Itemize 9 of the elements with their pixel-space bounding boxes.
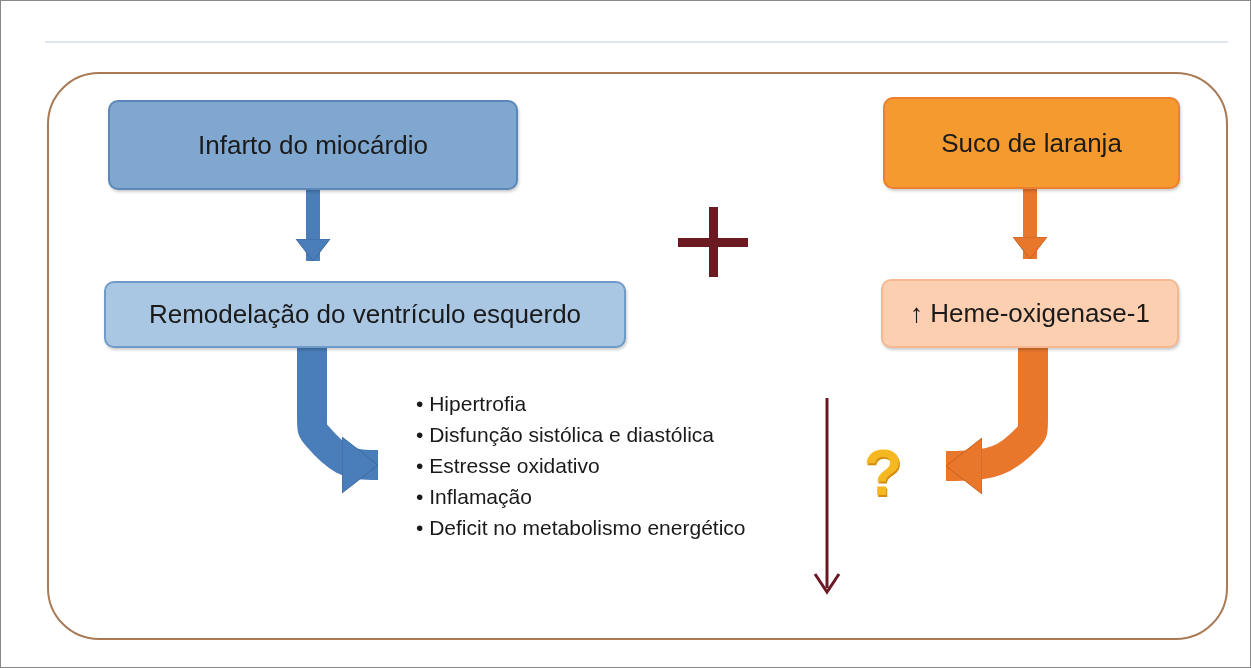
block-arrow (1012, 189, 1048, 260)
process-box: ↑ Heme-oxigenase-1 (881, 279, 1179, 348)
frame-box (47, 72, 1228, 640)
bullet-list: • Hipertrofia • Disfunção sistólica e diastólica • Estresse oxidativo • Inflamação • Deficit no metabolismo energético (412, 387, 746, 543)
process-box: Suco de laranja (883, 97, 1180, 189)
process-box: Remodelação do ventrículo esquerdo (104, 281, 626, 348)
block-arrow (295, 190, 331, 262)
question-mark-icon: ? (863, 441, 903, 505)
process-box: Infarto do miocárdio (108, 100, 518, 190)
